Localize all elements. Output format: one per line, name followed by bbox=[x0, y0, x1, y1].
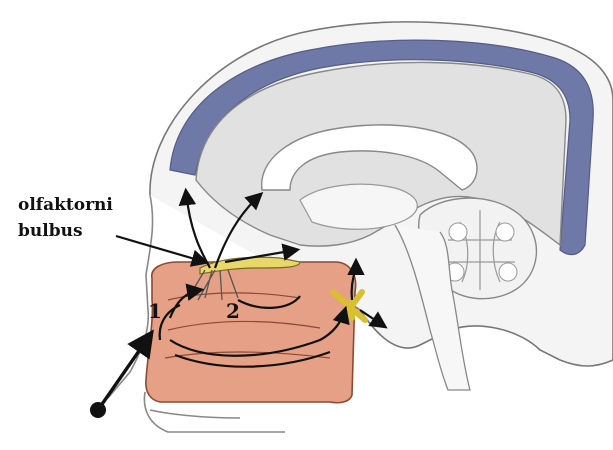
structure-label-line-1: olfaktorni bbox=[18, 195, 113, 215]
label-pointer bbox=[116, 236, 205, 262]
structure-label-line-2: bulbus bbox=[18, 221, 83, 241]
nasal-cavity bbox=[146, 262, 356, 403]
nostril-dot bbox=[90, 402, 106, 418]
thalamus-outline bbox=[300, 184, 417, 229]
marker-1: 1 bbox=[148, 299, 162, 323]
marker-2: 2 bbox=[226, 299, 240, 323]
structure-label: olfaktorni bulbus bbox=[18, 195, 119, 241]
